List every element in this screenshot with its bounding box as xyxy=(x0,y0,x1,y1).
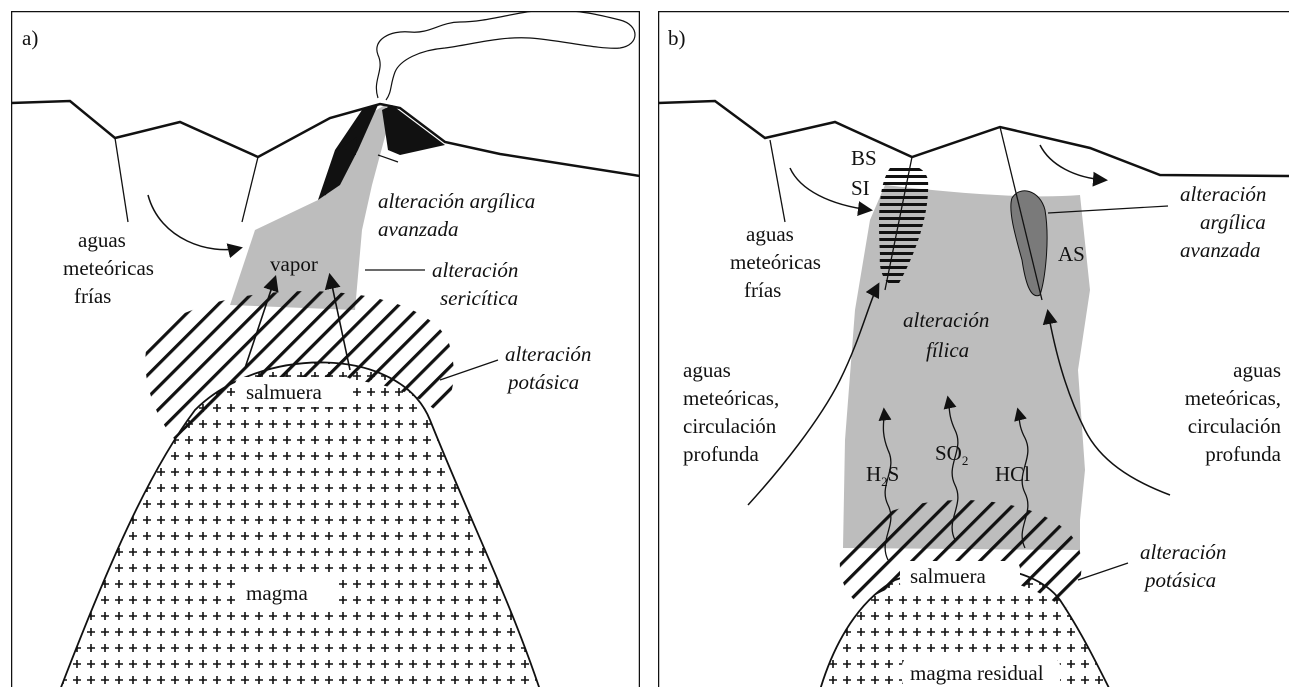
label-avanzada: avanzada xyxy=(378,217,459,241)
label-deep-right-1: aguas xyxy=(1233,358,1281,382)
label-deep-left-2: meteóricas, xyxy=(683,386,779,410)
label-potasica: potásica xyxy=(506,370,579,394)
argillic-black-right xyxy=(382,105,445,155)
panel-b: b) BS SI AS aguas meteóricas frías alter… xyxy=(658,11,1289,687)
deep-flow-right xyxy=(1042,309,1171,496)
panel-a-tag: a) xyxy=(22,26,38,50)
label-frias: frías xyxy=(74,284,111,308)
panel-a: a) aguas meteóricas frías vapor alteraci… xyxy=(11,11,640,687)
label-salmuera-b: salmuera xyxy=(910,564,986,588)
label-bs: BS xyxy=(851,146,877,170)
label-filica: fílica xyxy=(926,338,969,362)
label-deep-right-3: circulación xyxy=(1188,414,1282,438)
label-sericitica: sericítica xyxy=(440,286,518,310)
label-magma-residual: magma residual xyxy=(910,661,1044,685)
label-as: AS xyxy=(1058,242,1085,266)
label-si: SI xyxy=(851,176,870,200)
plume xyxy=(375,11,636,101)
label-salmuera: salmuera xyxy=(246,380,322,404)
meteoric-flow-arrow-a xyxy=(147,194,243,259)
potassic-hatch xyxy=(145,291,454,440)
label-deep-left-1: aguas xyxy=(683,358,731,382)
label-deep-left-3: circulación xyxy=(683,414,777,438)
deep-flow-left xyxy=(747,282,880,506)
label-avanzada-b: avanzada xyxy=(1180,238,1261,262)
label-alteracion-arg-b: alteración xyxy=(1180,182,1266,206)
label-argilica-b: argílica xyxy=(1200,210,1266,234)
label-meteoricas-b: meteóricas xyxy=(730,250,821,274)
label-meteoricas: meteóricas xyxy=(63,256,154,280)
label-frias-b: frías xyxy=(744,278,781,302)
label-alteracion-pot: alteración xyxy=(505,342,591,366)
label-aguas: aguas xyxy=(78,228,126,252)
label-alteracion-fil: alteración xyxy=(903,308,989,332)
label-h2s: H2S xyxy=(866,462,899,489)
label-magma: magma xyxy=(246,581,308,605)
as-lens xyxy=(1010,190,1048,297)
label-alteracion-pot-b: alteración xyxy=(1140,540,1226,564)
label-deep-right-4: profunda xyxy=(1205,442,1281,466)
label-vapor: vapor xyxy=(270,252,318,276)
label-deep-left-4: profunda xyxy=(683,442,759,466)
label-argilica: alteración argílica xyxy=(378,189,535,213)
label-so2: SO2 xyxy=(935,441,968,468)
bs-si-lens xyxy=(879,164,929,286)
ground-surface-a xyxy=(11,99,640,178)
label-aguas-b: aguas xyxy=(746,222,794,246)
label-hcl: HCl xyxy=(995,462,1030,486)
label-potasica-b: potásica xyxy=(1143,568,1216,592)
panel-b-tag: b) xyxy=(668,26,686,50)
label-deep-right-2: meteóricas, xyxy=(1185,386,1281,410)
label-alteracion-ser: alteración xyxy=(432,258,518,282)
